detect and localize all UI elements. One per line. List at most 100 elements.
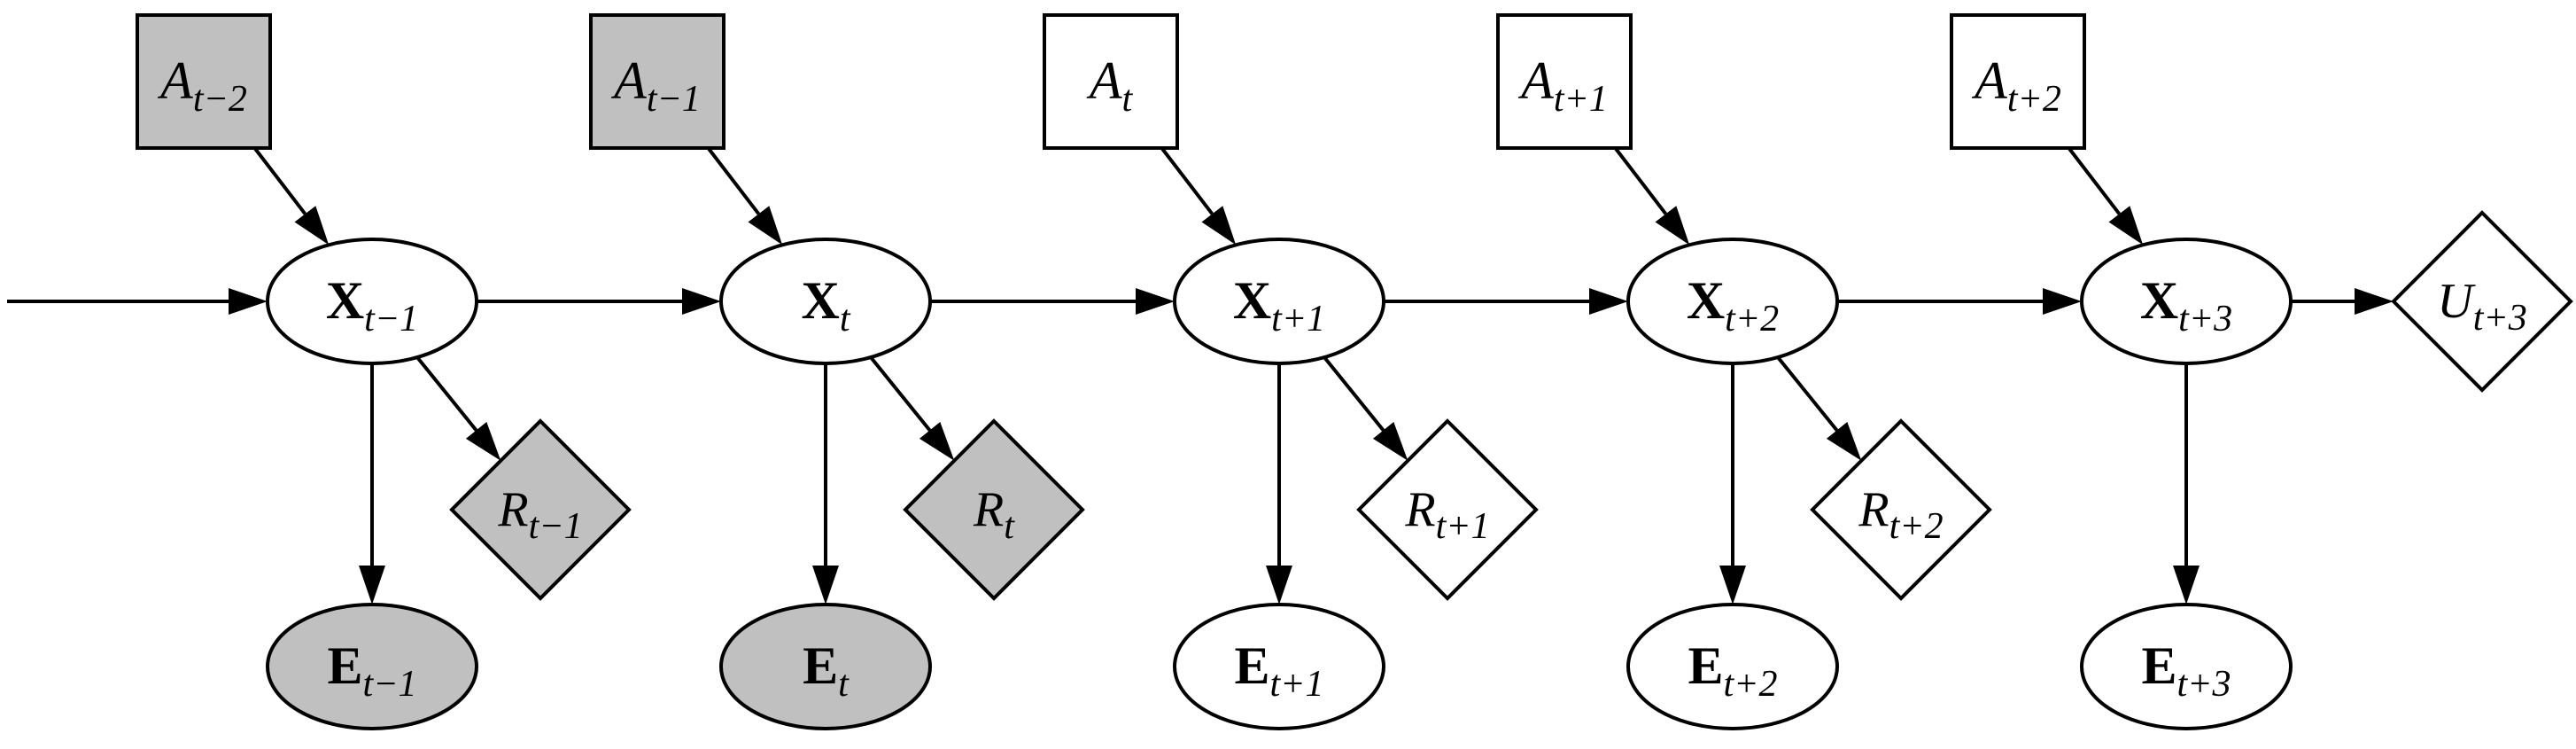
- node-label: Et: [803, 636, 850, 705]
- utility-node-diamond: [2391, 210, 2573, 393]
- node-evidence-E_t-1: Et−1: [266, 603, 478, 730]
- arrowhead: [1826, 422, 1862, 461]
- edge-X_t-1-to-R_t-1: [415, 355, 501, 461]
- edge-X_t-to-E_t: [812, 363, 839, 605]
- arrowhead: [2355, 288, 2394, 315]
- node-label: At−2: [157, 51, 247, 120]
- node-action-A_t-2: At−2: [136, 13, 272, 150]
- node-reward-R_t: Rt: [903, 418, 1085, 601]
- arrowhead: [1589, 288, 1628, 315]
- node-action-A_t: At: [1043, 13, 1179, 150]
- evidence-node-ellipse: [1173, 603, 1385, 730]
- arrowhead: [1136, 288, 1175, 315]
- edge-line: [869, 355, 932, 432]
- node-action-A_t+1: At+1: [1496, 13, 1633, 150]
- action-node-box: [1950, 13, 2086, 150]
- state-node-ellipse: [1173, 238, 1385, 365]
- edge-X_t+1-to-E_t+1: [1266, 363, 1292, 605]
- evidence-node-ellipse: [719, 603, 932, 730]
- arrowhead: [1266, 566, 1292, 605]
- state-node-ellipse: [2080, 238, 2293, 365]
- arrowhead: [1655, 206, 1690, 246]
- reward-node-diamond: [1356, 418, 1539, 601]
- node-evidence-E_t+1: Et+1: [1173, 603, 1385, 730]
- arrowhead: [1201, 206, 1237, 246]
- state-node-ellipse: [719, 238, 932, 365]
- edge-line: [1776, 355, 1839, 432]
- node-label: Xt−1: [326, 271, 418, 339]
- edge-X_t+1-to-X_t+2: [1384, 288, 1628, 315]
- arrowhead: [748, 206, 783, 246]
- action-node-box: [589, 13, 725, 150]
- edges-layer: [7, 146, 2394, 605]
- arrowhead: [2043, 288, 2082, 315]
- arrowhead: [229, 288, 268, 315]
- node-evidence-E_t+3: Et+3: [2080, 603, 2293, 730]
- nodes-layer: At−2 At−1 At At+1 At+2Xt−1 Xt Xt+1 Xt+2 Xt+3Rt−1…: [136, 13, 2573, 730]
- arrowhead: [2173, 566, 2200, 605]
- edge-X_t-1-to-X_t: [477, 288, 721, 315]
- edge-X_t-to-R_t: [869, 355, 955, 461]
- reward-node-diamond: [449, 418, 632, 601]
- edge-X_t+3-to-E_t+3: [2173, 363, 2200, 605]
- node-label: Rt+2: [1858, 482, 1943, 547]
- node-label: At+1: [1517, 51, 1608, 120]
- arrowhead: [294, 206, 330, 246]
- evidence-node-ellipse: [266, 603, 478, 730]
- action-node-box: [1043, 13, 1179, 150]
- action-node-box: [136, 13, 272, 150]
- node-label: At+2: [1971, 51, 2061, 120]
- edge-X_t-to-X_t+1: [930, 288, 1175, 315]
- edge-A_t-1-to-X_t: [706, 146, 783, 246]
- node-label: Et+3: [2141, 636, 2231, 705]
- arrowhead: [682, 288, 721, 315]
- state-node-ellipse: [1626, 238, 1839, 365]
- node-state-X_t+1: Xt+1: [1173, 238, 1385, 365]
- edge-line: [1160, 146, 1214, 215]
- node-evidence-E_t: Et: [719, 603, 932, 730]
- node-action-A_t+2: At+2: [1950, 13, 2086, 150]
- edge-X_t+3-to-U_t+3: [2291, 288, 2394, 315]
- node-reward-R_t-1: Rt−1: [449, 418, 632, 601]
- edge-line: [252, 146, 307, 215]
- edge-line: [1613, 146, 1668, 215]
- edge-X_t+1-to-R_t+1: [1323, 355, 1408, 461]
- node-state-X_t-1: Xt−1: [266, 238, 478, 365]
- node-label: Rt−1: [497, 482, 582, 547]
- reward-node-diamond: [903, 418, 1085, 601]
- state-node-ellipse: [266, 238, 478, 365]
- edge-A_t-to-X_t+1: [1160, 146, 1237, 246]
- edge-A_t+2-to-X_t+3: [2067, 146, 2144, 246]
- edge-line: [2067, 146, 2122, 215]
- edge-X_t+2-to-R_t+2: [1776, 355, 1862, 461]
- arrowhead: [1719, 566, 1746, 605]
- node-label: At: [1086, 51, 1134, 120]
- arrowhead: [2108, 206, 2144, 246]
- node-label: Xt+1: [1233, 271, 1325, 339]
- edge-A_t-2-to-X_t-1: [252, 146, 330, 246]
- edge-X_t+2-to-X_t+3: [1837, 288, 2082, 315]
- arrowhead: [812, 566, 839, 605]
- node-action-A_t-1: At−1: [589, 13, 725, 150]
- node-state-X_t+2: Xt+2: [1626, 238, 1839, 365]
- node-state-X_t+3: Xt+3: [2080, 238, 2293, 365]
- node-state-X_t: Xt: [719, 238, 932, 365]
- arrowhead: [1372, 422, 1408, 461]
- edge-X_t-1-to-E_t-1: [359, 363, 385, 605]
- action-node-box: [1496, 13, 1633, 150]
- evidence-node-ellipse: [1626, 603, 1839, 730]
- node-label: Ut+3: [2437, 274, 2526, 339]
- node-label: At−1: [610, 51, 701, 120]
- node-label: Xt+2: [1687, 271, 1779, 339]
- node-label: Xt: [801, 271, 850, 339]
- node-label: Et−1: [327, 636, 416, 705]
- edge-X_t+2-to-E_t+2: [1719, 363, 1746, 605]
- reward-node-diamond: [1810, 418, 1992, 601]
- node-reward-R_t+2: Rt+2: [1810, 418, 1992, 601]
- node-label: Rt+1: [1404, 482, 1489, 547]
- edge-line: [706, 146, 761, 215]
- evidence-node-ellipse: [2080, 603, 2293, 730]
- edge-line: [415, 355, 478, 432]
- node-reward-R_t+1: Rt+1: [1356, 418, 1539, 601]
